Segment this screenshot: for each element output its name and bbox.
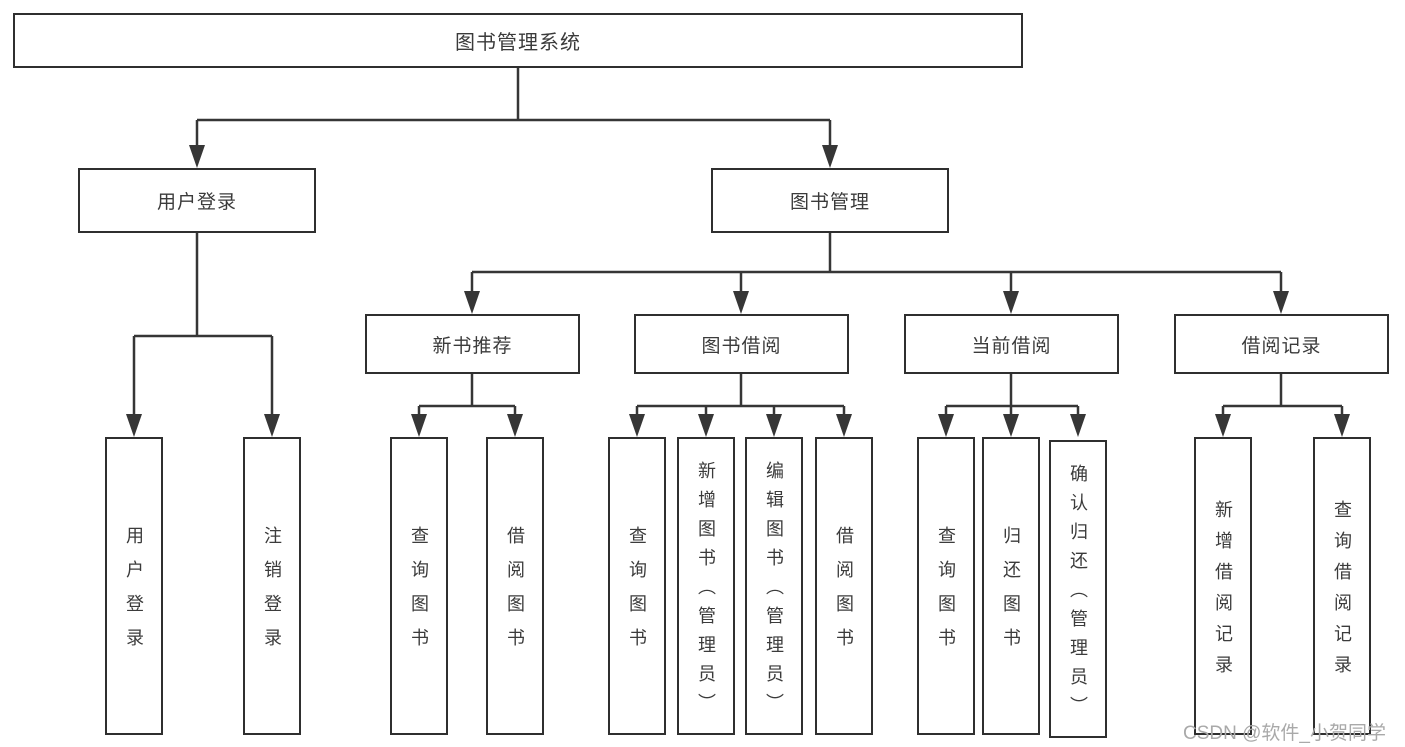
leaf-borrow-books: 借阅图书 [815, 437, 873, 735]
leaf-borrow-books-recommend: 借阅图书 [486, 437, 544, 735]
node-user-login: 用户登录 [78, 168, 316, 233]
node-label: 用户登录 [124, 526, 144, 662]
node-label: 查询借阅记录 [1332, 499, 1352, 686]
leaf-user-login: 用户登录 [105, 437, 163, 735]
node-label: 用户登录 [156, 192, 237, 213]
node-label: 新增借阅记录 [1213, 499, 1233, 686]
node-label: 当前借阅 [971, 335, 1052, 357]
leaf-return-book: 归还图书 [982, 437, 1040, 735]
node-label: 查询图书 [627, 526, 647, 662]
node-label: 归还图书 [1001, 526, 1021, 662]
leaf-query-books-borrow: 查询图书 [608, 437, 666, 735]
node-label: 编辑图书（管理员） [764, 461, 784, 722]
leaf-logout: 注销登录 [243, 437, 301, 735]
node-label: 借阅图书 [834, 526, 854, 662]
leaf-add-borrow-record: 新增借阅记录 [1194, 437, 1252, 735]
node-borrowing-records: 借阅记录 [1174, 314, 1389, 374]
node-label: 图书借阅 [701, 335, 782, 357]
node-book-borrowing: 图书借阅 [634, 314, 849, 374]
node-label: 确认归还（管理员） [1068, 464, 1088, 725]
node-book-management: 图书管理 [711, 168, 949, 233]
csdn-watermark: CSDN @软件_小贺同学 [1183, 723, 1386, 744]
leaf-edit-book-admin: 编辑图书（管理员） [745, 437, 803, 735]
node-label: 新书推荐 [432, 335, 513, 357]
leaf-query-books-current: 查询图书 [917, 437, 975, 735]
leaf-add-book-admin: 新增图书（管理员） [677, 437, 735, 735]
node-label: 借阅图书 [505, 526, 525, 662]
node-label: 借阅记录 [1241, 335, 1322, 357]
leaf-confirm-return-admin: 确认归还（管理员） [1049, 440, 1107, 738]
leaf-query-borrow-record: 查询借阅记录 [1313, 437, 1371, 735]
node-new-book-recommendation: 新书推荐 [365, 314, 580, 374]
node-label: 查询图书 [936, 526, 956, 662]
node-label: 图书管理 [789, 192, 870, 213]
node-label: 注销登录 [262, 526, 282, 662]
node-current-borrowing: 当前借阅 [904, 314, 1119, 374]
node-label: 新增图书（管理员） [696, 461, 716, 722]
leaf-query-books-recommend: 查询图书 [390, 437, 448, 735]
node-label: 图书管理系统 [455, 32, 581, 54]
node-library-system: 图书管理系统 [13, 13, 1023, 68]
node-label: 查询图书 [409, 526, 429, 662]
